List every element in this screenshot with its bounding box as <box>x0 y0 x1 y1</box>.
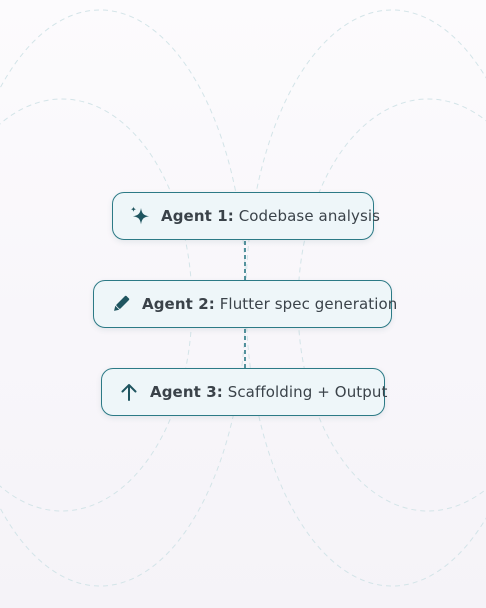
agent-2-text: Agent 2: Flutter spec generation <box>142 295 397 313</box>
agent-1-card: Agent 1: Codebase analysis <box>112 192 380 240</box>
agent-2-description: Flutter spec generation <box>219 295 398 313</box>
agent-3-description: Scaffolding + Output <box>227 383 388 401</box>
agent-1-description: Codebase analysis <box>238 207 381 225</box>
arrow-up-icon <box>118 381 140 403</box>
agent-1-label: Agent 1: <box>161 207 234 225</box>
sparkle-icon <box>129 205 151 227</box>
agent-2-card: Agent 2: Flutter spec generation <box>93 280 397 328</box>
agent-3-card: Agent 3: Scaffolding + Output <box>101 368 388 416</box>
agent-1-text: Agent 1: Codebase analysis <box>161 207 380 225</box>
agent-2-label: Agent 2: <box>142 295 215 313</box>
pencil-icon <box>110 293 132 315</box>
agent-3-label: Agent 3: <box>150 383 223 401</box>
agent-3-text: Agent 3: Scaffolding + Output <box>150 383 388 401</box>
